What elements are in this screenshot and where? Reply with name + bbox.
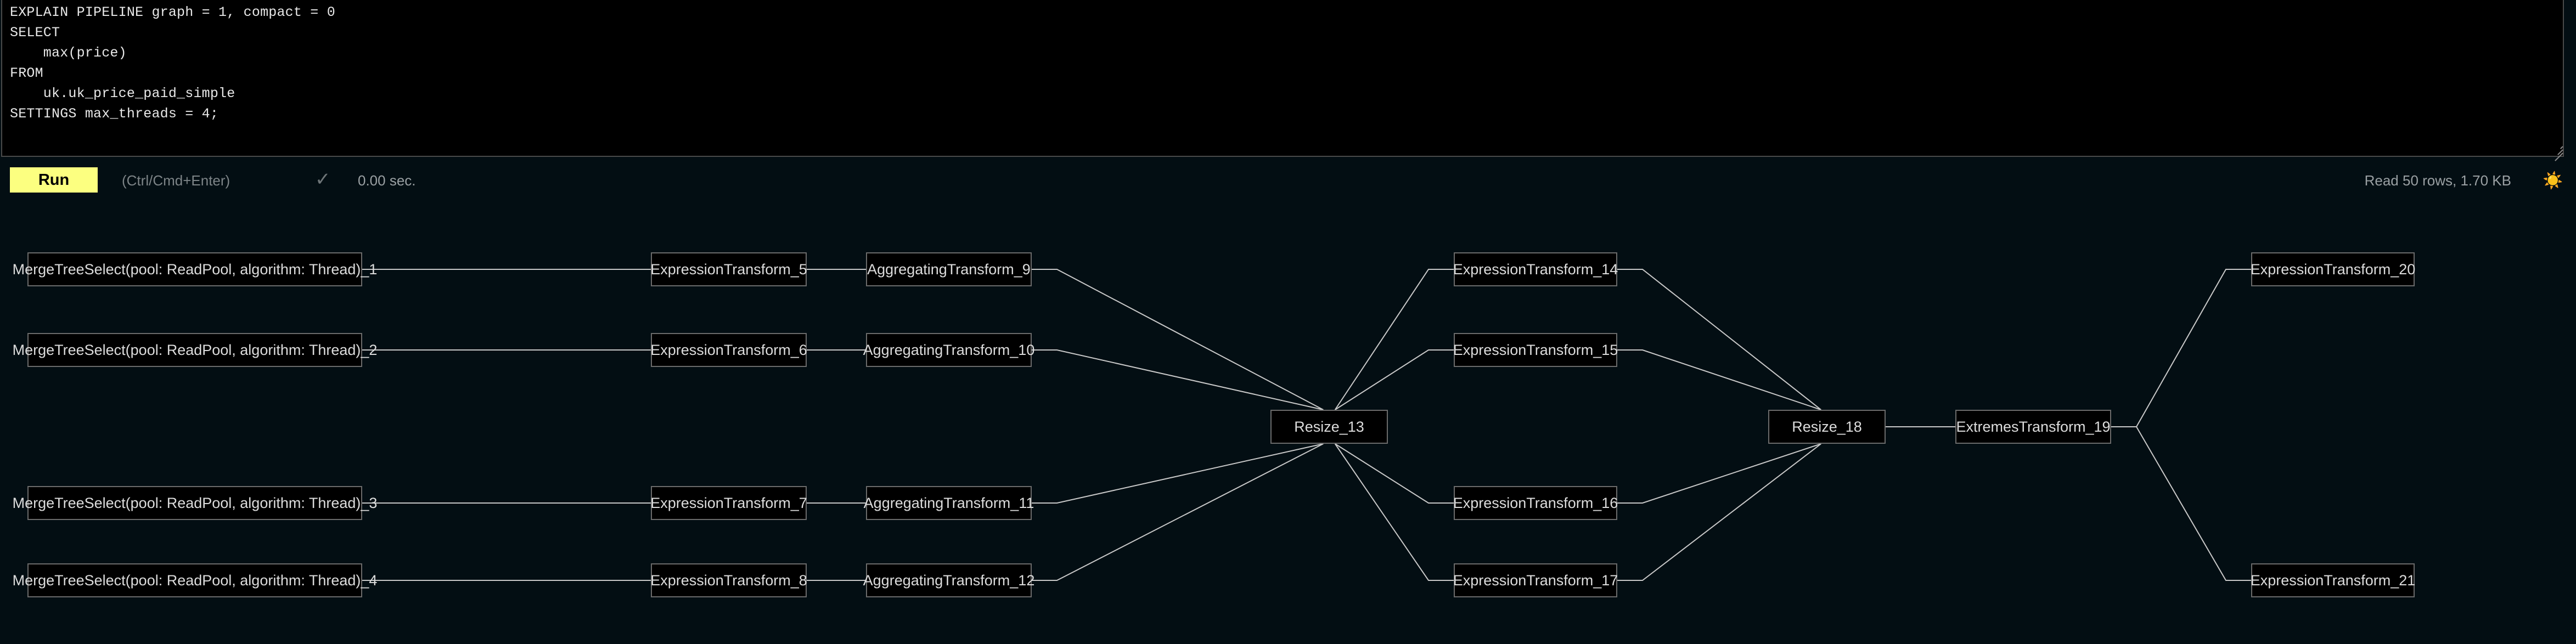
graph-node-n6[interactable]: ExpressionTransform_6 <box>650 333 807 367</box>
graph-node-n10[interactable]: AggregatingTransform_10 <box>863 333 1034 367</box>
graph-node-n14[interactable]: ExpressionTransform_14 <box>1453 252 1618 286</box>
graph-edge-n11-n13 <box>1032 443 1324 504</box>
graph-node-n17[interactable]: ExpressionTransform_17 <box>1453 563 1618 597</box>
graph-node-n3[interactable]: MergeTreeSelect(pool: ReadPool, algorith… <box>13 486 377 520</box>
graph-edge-n13-n17 <box>1334 443 1454 581</box>
graph-node-n9[interactable]: AggregatingTransform_9 <box>866 252 1032 286</box>
graph-edge-n13-n16 <box>1335 443 1454 504</box>
graph-node-n8[interactable]: ExpressionTransform_8 <box>650 563 807 597</box>
graph-node-n1[interactable]: MergeTreeSelect(pool: ReadPool, algorith… <box>13 252 377 286</box>
graph-node-n11[interactable]: AggregatingTransform_11 <box>864 486 1034 520</box>
graph-node-n5[interactable]: ExpressionTransform_5 <box>650 252 807 286</box>
graph-node-n19[interactable]: ExtremesTransform_19 <box>1955 410 2111 444</box>
graph-node-n12[interactable]: AggregatingTransform_12 <box>863 563 1034 597</box>
graph-edge-n19-n21 <box>2111 426 2251 581</box>
graph-node-n20[interactable]: ExpressionTransform_20 <box>2251 252 2415 286</box>
graph-edge-n13-n14 <box>1334 269 1454 410</box>
sql-query-input[interactable] <box>1 0 2564 157</box>
graph-node-n2[interactable]: MergeTreeSelect(pool: ReadPool, algorith… <box>13 333 377 367</box>
run-shortcut-hint: (Ctrl/Cmd+Enter) <box>122 172 230 189</box>
graph-edge-n19-n20 <box>2111 269 2251 427</box>
graph-edge-n12-n13 <box>1032 443 1324 581</box>
graph-node-n7[interactable]: ExpressionTransform_7 <box>650 486 807 520</box>
graph-node-n21[interactable]: ExpressionTransform_21 <box>2251 563 2415 597</box>
graph-node-n18[interactable]: Resize_18 <box>1768 410 1886 444</box>
graph-node-n4[interactable]: MergeTreeSelect(pool: ReadPool, algorith… <box>13 563 377 597</box>
graph-edge-n15-n18 <box>1617 349 1821 410</box>
query-toolbar: Run (Ctrl/Cmd+Enter) ✓ 0.00 sec. Read 50… <box>0 162 2576 196</box>
graph-edge-n10-n13 <box>1032 349 1324 410</box>
graph-node-n15[interactable]: ExpressionTransform_15 <box>1453 333 1618 367</box>
graph-edge-n16-n18 <box>1617 443 1821 504</box>
graph-node-n13[interactable]: Resize_13 <box>1270 410 1388 444</box>
run-button[interactable]: Run <box>10 167 98 193</box>
pipeline-edges <box>362 269 2251 581</box>
graph-edge-n17-n18 <box>1617 443 1821 581</box>
graph-edge-n14-n18 <box>1617 269 1821 410</box>
pipeline-graph: MergeTreeSelect(pool: ReadPool, algorith… <box>0 196 2576 644</box>
read-stats-label: Read 50 rows, 1.70 KB <box>2364 172 2511 189</box>
graph-edge-n13-n15 <box>1335 349 1454 410</box>
graph-node-n16[interactable]: ExpressionTransform_16 <box>1453 486 1618 520</box>
elapsed-time-label: 0.00 sec. <box>358 172 416 189</box>
query-editor-panel <box>0 0 2576 161</box>
success-check-icon: ✓ <box>315 169 331 190</box>
graph-edge-n9-n13 <box>1032 269 1324 410</box>
sun-icon[interactable]: ☀️ <box>2543 172 2563 190</box>
